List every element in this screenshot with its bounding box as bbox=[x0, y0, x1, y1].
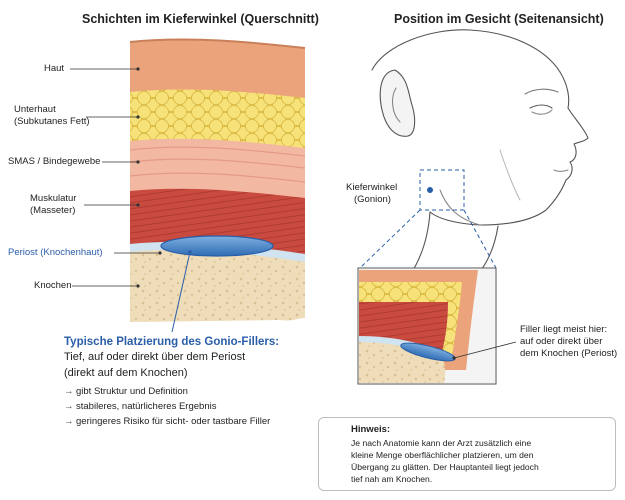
note-body: Je nach Anatomie kann der Arzt zusätzlic… bbox=[351, 438, 539, 484]
filler-leader-line bbox=[171, 251, 191, 333]
filler-deposit bbox=[160, 235, 274, 257]
left-heading: Schichten im Kieferwinkel (Querschnitt) bbox=[82, 12, 319, 26]
label-haut: Haut bbox=[44, 63, 65, 74]
placement-title: Typische Platzierung des Gonio-Fillers: bbox=[64, 336, 280, 348]
placement-line1: Tief, auf oder direkt über dem Periost bbox=[64, 351, 246, 363]
label-muskel: Muskulatur (Masseter) bbox=[30, 193, 77, 216]
filler-location-label: Filler liegt meist hier: auf oder direkt… bbox=[520, 324, 618, 359]
left-leader-lines bbox=[70, 68, 160, 287]
gonion-marker bbox=[427, 187, 433, 193]
gonion-zoom-box bbox=[419, 169, 465, 211]
note-box: Hinweis: Je nach Anatomie kann der Arzt … bbox=[318, 417, 616, 491]
bullet-item: →geringeres Risiko für sicht- oder tastb… bbox=[64, 416, 271, 427]
placement-block: Typische Platzierung des Gonio-Fillers: … bbox=[64, 336, 279, 429]
arrow-icon: → bbox=[64, 416, 74, 427]
right-heading: Position im Gesicht (Seitenansicht) bbox=[394, 12, 604, 26]
bullet-item: →gibt Struktur und Definition bbox=[64, 386, 188, 397]
label-smas: SMAS / Bindegewebe bbox=[8, 156, 101, 167]
layer-stack bbox=[129, 38, 306, 322]
face-profile bbox=[371, 29, 589, 276]
placement-line2: (direkt auf dem Knochen) bbox=[64, 367, 188, 379]
label-unterhaut: Unterhaut (Subkutanes Fett) bbox=[14, 104, 90, 127]
label-periost: Periost (Knochenhaut) bbox=[8, 247, 103, 258]
gonion-label: Kieferwinkel (Gonion) bbox=[346, 182, 398, 205]
note-title: Hinweis: bbox=[351, 424, 391, 435]
zoom-inset bbox=[357, 267, 497, 385]
label-knochen: Knochen bbox=[34, 280, 72, 291]
bullet-item: →stabileres, natürlicheres Ergebnis bbox=[64, 401, 217, 412]
arrow-icon: → bbox=[64, 401, 74, 412]
placement-bullets: →gibt Struktur und Definition →stabilere… bbox=[64, 384, 279, 429]
arrow-icon: → bbox=[64, 386, 74, 397]
